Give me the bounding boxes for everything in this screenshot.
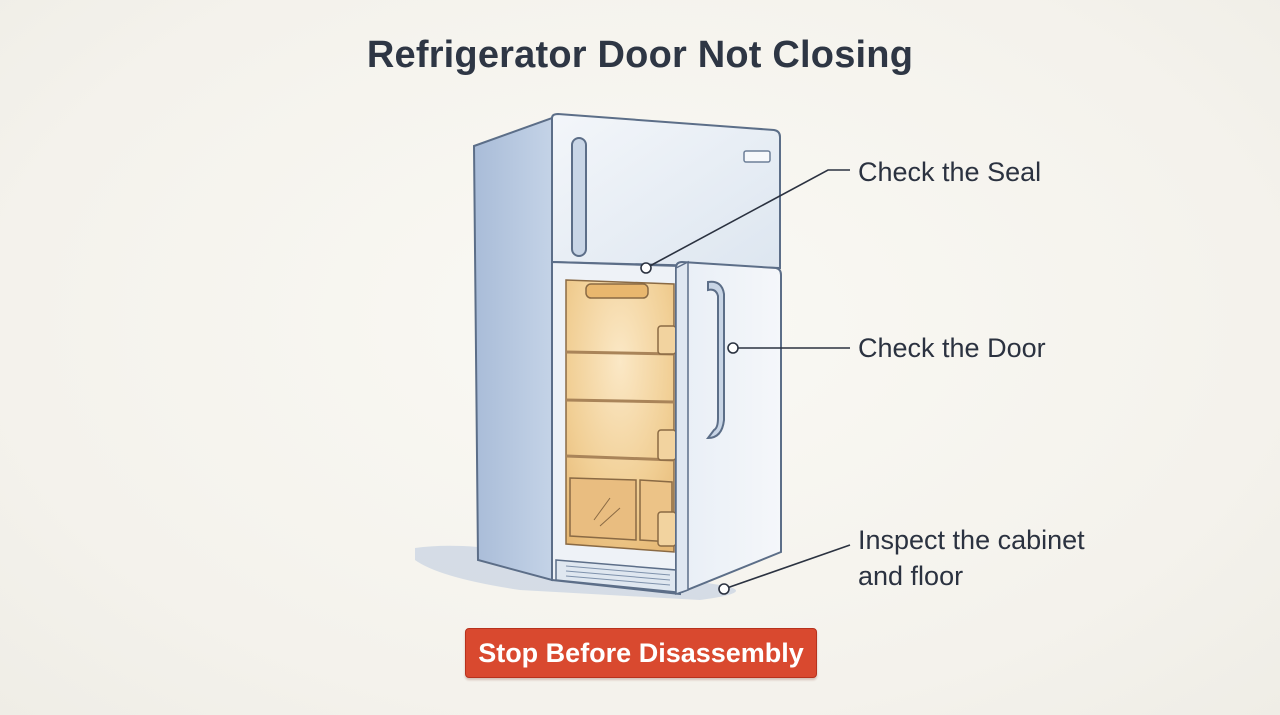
callout-inspect-line2: and floor — [858, 561, 964, 591]
callout-check-seal: Check the Seal — [858, 157, 1042, 187]
page-title: Refrigerator Door Not Closing — [366, 34, 914, 76]
freezer-door — [551, 112, 781, 270]
stop-before-disassembly-button[interactable]: Stop Before Disassembly — [465, 628, 817, 678]
freezer-badge — [743, 150, 771, 163]
freezer-handle — [571, 137, 587, 257]
leader-floor — [723, 544, 851, 590]
anchor-dots — [640, 262, 739, 595]
leader-lines — [645, 169, 851, 590]
interior-light — [585, 283, 649, 299]
anchor-seal — [640, 262, 652, 274]
callout-check-door: Check the Door — [858, 333, 1046, 363]
shelves — [565, 350, 675, 462]
cabinet-side — [472, 116, 553, 582]
anchor-door — [727, 342, 739, 354]
callout-inspect-cabinet: Inspect the cabinet and floor — [858, 522, 1085, 594]
door-handle — [705, 280, 725, 440]
crisper-drawer-left — [569, 477, 637, 541]
callout-inspect-line1: Inspect the cabinet — [858, 525, 1085, 555]
anchor-floor — [718, 583, 730, 595]
leader-seal — [645, 169, 850, 269]
fresh-food-door — [675, 260, 782, 594]
